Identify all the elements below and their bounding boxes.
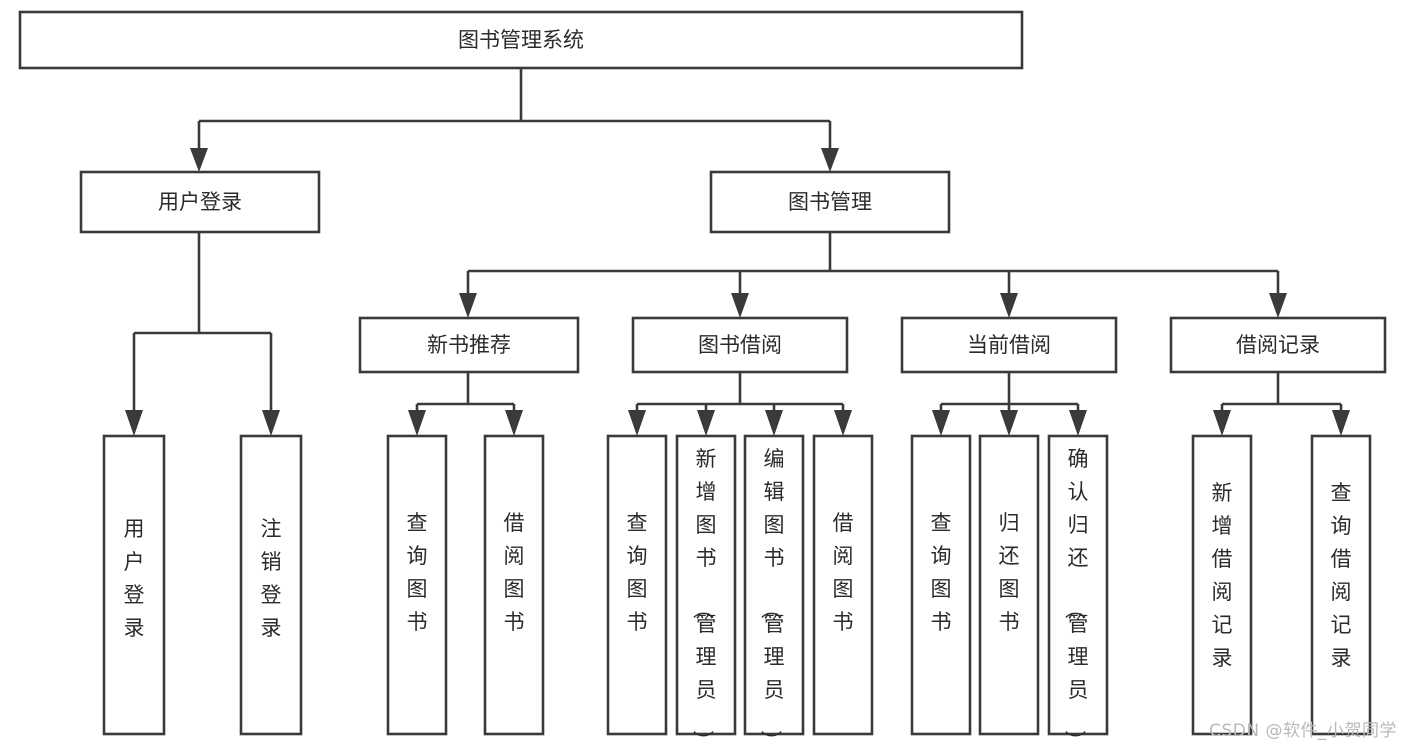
arrow-book-borrow-leaf-3 xyxy=(765,410,783,436)
arrow-book-mgmt-to-new-book xyxy=(459,293,477,318)
leaf-book-borrow-add[interactable]: 新增图书（管理员） xyxy=(675,434,737,747)
leaf-borrow-record-add-label: 新增借阅记录 xyxy=(1212,481,1233,670)
leaf-book-borrow-borrow[interactable]: 借阅图书 xyxy=(812,434,874,736)
arrow-current-borrow-leaf-1 xyxy=(932,410,950,436)
arrow-book-mgmt-to-current-borrow xyxy=(1000,293,1018,318)
node-root-box[interactable] xyxy=(18,10,1024,70)
arrow-book-borrow-leaf-1 xyxy=(628,410,646,436)
leaf-new-book-query-box[interactable] xyxy=(386,434,448,736)
node-book-management-label: 图书管理 xyxy=(788,190,872,214)
node-new-book-recommend[interactable]: 新书推荐 xyxy=(358,316,580,374)
leaf-new-book-query-label: 查询图书 xyxy=(407,511,428,634)
leaf-new-book-borrow[interactable]: 借阅图书 xyxy=(483,434,545,736)
node-current-borrow-label: 当前借阅 xyxy=(967,333,1051,357)
arrow-book-borrow-leaf-4 xyxy=(834,410,852,436)
leaf-borrow-record-add[interactable]: 新增借阅记录 xyxy=(1191,434,1253,736)
leaf-book-borrow-add-box[interactable] xyxy=(675,434,737,736)
arrow-user-login-leaf-1 xyxy=(125,410,143,436)
node-book-borrow[interactable]: 图书借阅 xyxy=(631,316,849,374)
leaf-current-borrow-query-box[interactable] xyxy=(910,434,972,736)
leaf-book-borrow-edit[interactable]: 编辑图书（管理员） xyxy=(743,434,805,747)
leaf-user-login-login-label: 用户登录 xyxy=(124,517,145,640)
arrow-current-borrow-leaf-3 xyxy=(1069,410,1087,436)
leaf-user-login-logout[interactable]: 注销登录 xyxy=(239,434,303,736)
node-new-book-recommend-label: 新书推荐 xyxy=(427,333,511,357)
arrow-new-book-leaf-1 xyxy=(408,410,426,436)
leaf-borrow-record-query-box[interactable] xyxy=(1310,434,1372,736)
leaf-current-borrow-return-box[interactable] xyxy=(978,434,1040,736)
leaf-book-borrow-edit-box[interactable] xyxy=(743,434,805,736)
node-current-borrow[interactable]: 当前借阅 xyxy=(900,316,1118,374)
node-user-login-label: 用户登录 xyxy=(158,190,242,214)
arrow-book-mgmt-to-borrow-record xyxy=(1269,293,1287,318)
node-user-login-box[interactable] xyxy=(79,170,321,234)
arrow-root-to-user-login xyxy=(190,148,208,172)
connectors-group xyxy=(125,68,1350,436)
leaf-book-borrow-query[interactable]: 查询图书 xyxy=(606,434,668,736)
node-new-book-recommend-box[interactable] xyxy=(358,316,580,374)
arrow-borrow-record-leaf-1 xyxy=(1213,410,1231,436)
leaf-user-login-logout-box[interactable] xyxy=(239,434,303,736)
node-borrow-record[interactable]: 借阅记录 xyxy=(1169,316,1387,374)
node-book-management-box[interactable] xyxy=(709,170,951,234)
leaf-user-login-login-box[interactable] xyxy=(102,434,166,736)
leaf-current-borrow-return[interactable]: 归还图书 xyxy=(978,434,1040,736)
leaf-new-book-borrow-box[interactable] xyxy=(483,434,545,736)
arrow-book-borrow-leaf-2 xyxy=(697,410,715,436)
node-book-borrow-label: 图书借阅 xyxy=(698,333,782,357)
leaf-borrow-record-query[interactable]: 查询借阅记录 xyxy=(1310,434,1372,736)
leaf-book-borrow-add-label: 新增图书（管理员） xyxy=(691,447,717,747)
leaf-new-book-query[interactable]: 查询图书 xyxy=(386,434,448,736)
leaf-current-borrow-confirm-label: 确认归还（管理员） xyxy=(1063,447,1089,747)
leaf-borrow-record-query-label: 查询借阅记录 xyxy=(1331,481,1352,670)
arrow-current-borrow-leaf-2 xyxy=(1000,410,1018,436)
arrow-user-login-leaf-2 xyxy=(262,410,280,436)
node-user-login[interactable]: 用户登录 xyxy=(79,170,321,234)
node-borrow-record-label: 借阅记录 xyxy=(1236,333,1320,357)
leaf-current-borrow-query-label: 查询图书 xyxy=(931,511,952,634)
leaf-user-login-login[interactable]: 用户登录 xyxy=(102,434,166,736)
leaf-current-borrow-query[interactable]: 查询图书 xyxy=(910,434,972,736)
node-book-management[interactable]: 图书管理 xyxy=(709,170,951,234)
leaf-new-book-borrow-label: 借阅图书 xyxy=(504,511,525,634)
leaf-current-borrow-confirm[interactable]: 确认归还（管理员） xyxy=(1047,434,1109,747)
node-root[interactable]: 图书管理系统 xyxy=(18,10,1024,70)
leaf-book-borrow-query-box[interactable] xyxy=(606,434,668,736)
leaf-book-borrow-borrow-label: 借阅图书 xyxy=(833,511,854,634)
leaf-book-borrow-edit-label: 编辑图书（管理员） xyxy=(759,447,785,747)
leaf-current-borrow-confirm-box[interactable] xyxy=(1047,434,1109,736)
arrow-new-book-leaf-2 xyxy=(505,410,523,436)
csdn-watermark: CSDN @软件_小贺同学 xyxy=(1209,721,1397,741)
node-current-borrow-box[interactable] xyxy=(900,316,1118,374)
arrow-book-mgmt-to-book-borrow xyxy=(731,293,749,318)
node-root-label: 图书管理系统 xyxy=(458,28,584,52)
leaf-borrow-record-add-box[interactable] xyxy=(1191,434,1253,736)
node-borrow-record-box[interactable] xyxy=(1169,316,1387,374)
leaf-current-borrow-return-label: 归还图书 xyxy=(999,511,1020,634)
leaf-book-borrow-query-label: 查询图书 xyxy=(627,511,648,634)
arrow-root-to-book-mgmt xyxy=(821,148,839,172)
arrow-borrow-record-leaf-2 xyxy=(1332,410,1350,436)
node-book-borrow-box[interactable] xyxy=(631,316,849,374)
leaf-book-borrow-borrow-box[interactable] xyxy=(812,434,874,736)
leaf-user-login-logout-label: 注销登录 xyxy=(261,517,282,640)
